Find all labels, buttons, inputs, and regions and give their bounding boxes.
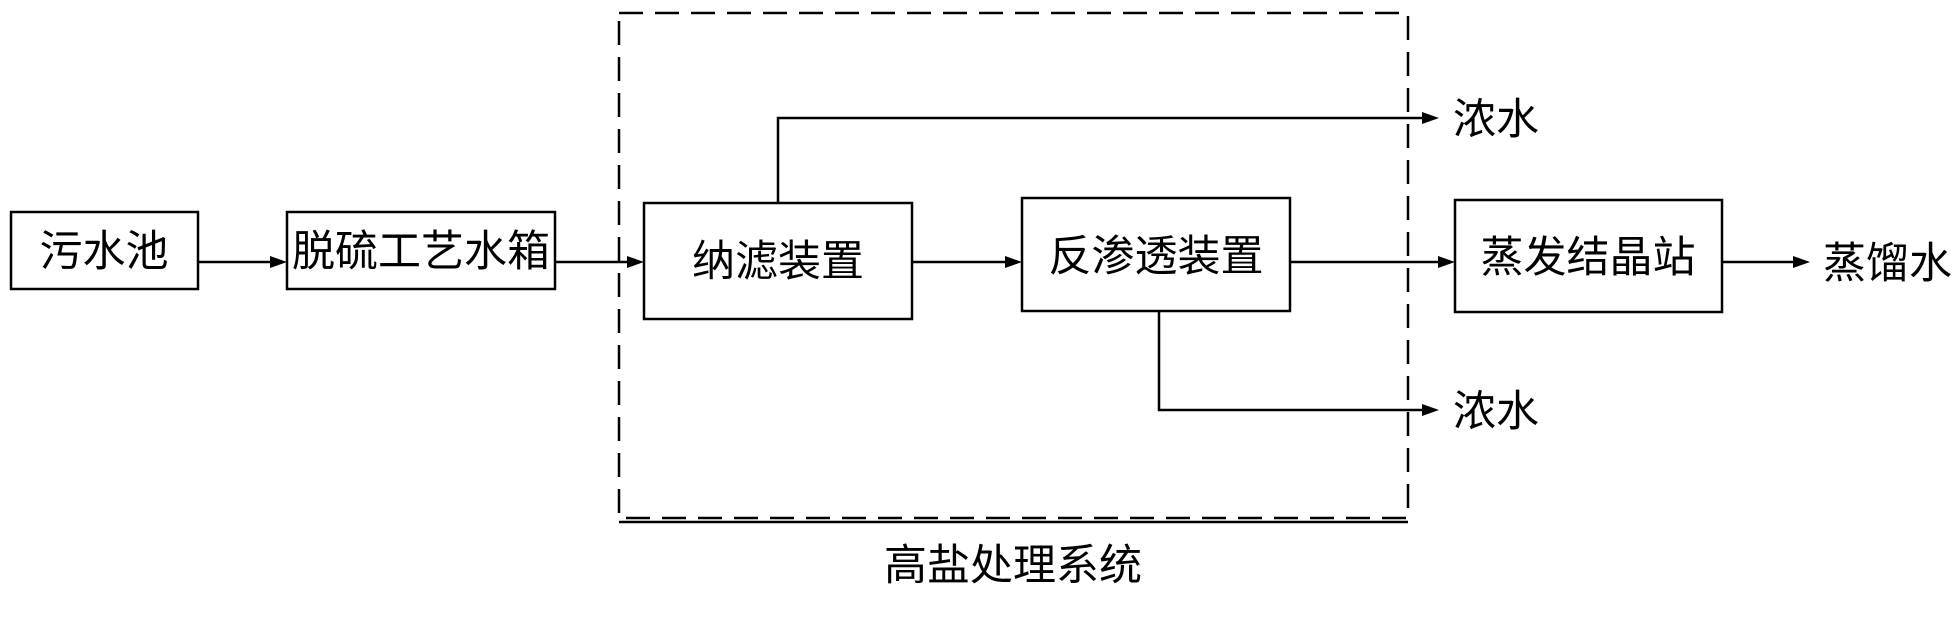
- concentrate-bottom-label: 浓水: [1453, 387, 1539, 437]
- connector-ro-to-evaporation: [1290, 256, 1455, 268]
- evaporation-station-box: [1453, 198, 1724, 314]
- arrowhead: [1422, 404, 1439, 416]
- system-label: 高盐处理系统: [884, 541, 1142, 591]
- nanofiltration-label: 纳滤装置: [692, 237, 864, 287]
- connector-tank-to-nanofiltration: [555, 256, 644, 268]
- reverse-osmosis-box: [1020, 196, 1292, 313]
- arrowhead: [270, 256, 287, 268]
- sewage-pool-label: 污水池: [40, 227, 169, 277]
- arrowhead: [1005, 256, 1022, 268]
- arrowhead: [627, 256, 644, 268]
- arrowhead: [1793, 256, 1810, 268]
- desulfurization-tank-box: [285, 210, 557, 291]
- concentrate-top-label: 浓水: [1453, 95, 1539, 145]
- connector-sewage-to-tank: [198, 256, 287, 268]
- connector-nanofiltration-to-ro: [912, 256, 1022, 268]
- desulfurization-tank-label: 脱硫工艺水箱: [292, 227, 550, 277]
- sewage-pool-box: [9, 210, 200, 291]
- arrowhead: [1422, 112, 1439, 124]
- evaporation-station-label: 蒸发结晶站: [1481, 233, 1696, 283]
- connector-ro-concentrate: [1157, 311, 1439, 416]
- reverse-osmosis-label: 反渗透装置: [1049, 232, 1264, 282]
- distilled-water-label: 蒸馏水: [1823, 239, 1952, 289]
- connector-evaporation-to-distilled: [1722, 256, 1810, 268]
- connector-nanofiltration-concentrate: [776, 112, 1439, 203]
- arrowhead: [1438, 256, 1455, 268]
